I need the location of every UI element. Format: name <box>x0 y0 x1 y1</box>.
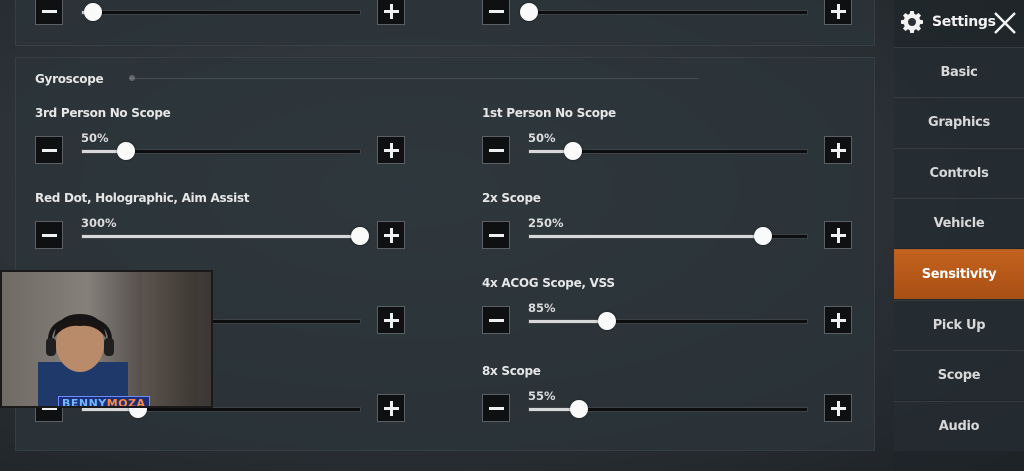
setting-label: 1st Person No Scope <box>482 106 616 120</box>
setting-8x-scope: 8x Scope 55% <box>482 364 902 444</box>
setting-3rd-person-no-scope: 3rd Person No Scope 50% <box>35 106 455 186</box>
streamer-brand-badge: BENNYMOZA <box>58 396 150 408</box>
sidebar-item-pick-up[interactable]: Pick Up <box>894 300 1024 350</box>
setting-red-dot-holographic-aim-assist: Red Dot, Holographic, Aim Assist 300% <box>35 191 455 271</box>
settings-sidebar: Settings Basic Graphics Controls Vehicle… <box>894 0 1024 471</box>
increase-button[interactable] <box>377 306 405 334</box>
setting-label: 4x ACOG Scope, VSS <box>482 276 615 290</box>
setting-label: 2x Scope <box>482 191 541 205</box>
slider-knob[interactable] <box>117 142 136 160</box>
slider-knob[interactable] <box>84 3 103 21</box>
decrease-button[interactable] <box>482 0 510 25</box>
previous-section-panel <box>15 0 875 46</box>
setting-label: Red Dot, Holographic, Aim Assist <box>35 191 250 205</box>
setting-value: 300% <box>81 216 117 230</box>
decrease-button[interactable] <box>482 394 510 422</box>
decrease-button[interactable] <box>482 221 510 249</box>
increase-button[interactable] <box>377 394 405 422</box>
increase-button[interactable] <box>824 0 852 25</box>
increase-button[interactable] <box>377 136 405 164</box>
increase-button[interactable] <box>824 394 852 422</box>
increase-button[interactable] <box>824 306 852 334</box>
slider-track[interactable] <box>81 3 361 21</box>
sidebar-item-sensitivity[interactable]: Sensitivity <box>894 249 1024 299</box>
setting-value: 55% <box>528 389 556 403</box>
setting-1st-person-no-scope: 1st Person No Scope 50% <box>482 106 902 186</box>
setting-label: 3rd Person No Scope <box>35 106 171 120</box>
slider-knob[interactable] <box>351 227 369 245</box>
increase-button[interactable] <box>377 0 405 25</box>
sidebar-item-basic[interactable]: Basic <box>894 47 1024 97</box>
gear-icon <box>901 11 923 33</box>
close-icon[interactable] <box>992 10 1018 36</box>
increase-button[interactable] <box>824 136 852 164</box>
decrease-button[interactable] <box>35 221 63 249</box>
decrease-button[interactable] <box>35 136 63 164</box>
brand-text-part1: BENNY <box>62 397 107 408</box>
increase-button[interactable] <box>377 221 405 249</box>
setting-4x-acog-scope-vss: 4x ACOG Scope, VSS 85% <box>482 276 902 356</box>
setting-value: 50% <box>81 131 109 145</box>
top-slider-right <box>482 0 902 47</box>
sidebar-item-graphics[interactable]: Graphics <box>894 97 1024 147</box>
slider-knob[interactable] <box>597 312 616 330</box>
slider-knob[interactable] <box>564 142 583 160</box>
decrease-button[interactable] <box>35 0 63 25</box>
sidebar-item-controls[interactable]: Controls <box>894 148 1024 198</box>
decrease-button[interactable] <box>482 136 510 164</box>
slider-knob[interactable] <box>520 3 538 21</box>
decrease-button[interactable] <box>482 306 510 334</box>
section-title: Gyroscope <box>35 72 104 86</box>
settings-title: Settings <box>932 14 996 30</box>
setting-value: 250% <box>528 216 564 230</box>
top-slider-left <box>35 0 455 47</box>
setting-value: 50% <box>528 131 556 145</box>
increase-button[interactable] <box>824 221 852 249</box>
slider-track[interactable] <box>528 312 808 330</box>
webcam-overlay: BENNYMOZA <box>0 270 213 408</box>
sidebar-item-scope[interactable]: Scope <box>894 350 1024 400</box>
slider-track[interactable] <box>81 142 361 160</box>
slider-track[interactable] <box>520 3 808 21</box>
streamer-image <box>38 314 128 406</box>
slider-track[interactable] <box>528 142 808 160</box>
setting-2x-scope: 2x Scope 250% <box>482 191 902 271</box>
section-divider <box>129 78 699 79</box>
setting-value: 85% <box>528 301 556 315</box>
brand-text-part2: MOZA <box>106 397 146 408</box>
setting-label: 8x Scope <box>482 364 541 378</box>
slider-track[interactable] <box>528 400 808 418</box>
slider-knob[interactable] <box>753 227 772 245</box>
webcam-curtain <box>142 272 197 406</box>
slider-track[interactable] <box>81 227 369 245</box>
section-divider-dot <box>129 75 135 81</box>
slider-track[interactable] <box>528 227 808 245</box>
sidebar-item-audio[interactable]: Audio <box>894 401 1024 451</box>
sidebar-header: Settings <box>894 0 1024 44</box>
slider-knob[interactable] <box>570 400 589 418</box>
sidebar-item-vehicle[interactable]: Vehicle <box>894 198 1024 248</box>
